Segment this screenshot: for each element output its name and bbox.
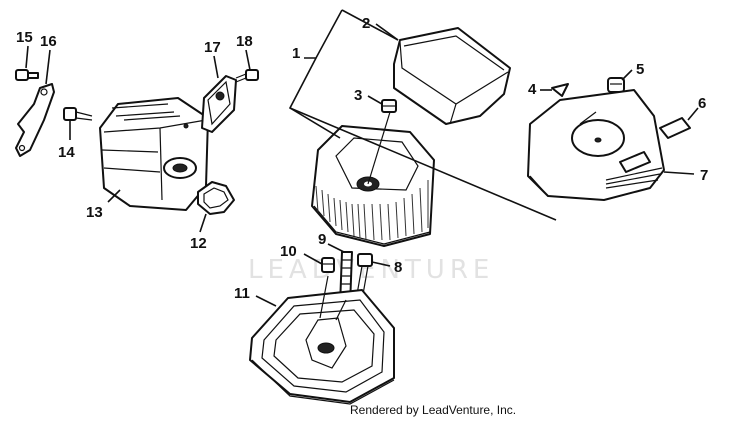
part-11-base[interactable] — [249, 275, 395, 405]
part-5-knob[interactable] — [607, 77, 625, 93]
callout-7: 7 — [700, 167, 708, 184]
callout-8: 8 — [394, 259, 402, 276]
callout-14: 14 — [58, 144, 75, 161]
part-12-gasket[interactable] — [197, 181, 235, 215]
callout-16: 16 — [40, 33, 57, 50]
callout-1: 1 — [292, 45, 300, 62]
part-10-nut[interactable] — [321, 257, 335, 273]
callout-4: 4 — [528, 81, 537, 98]
callout-9: 9 — [318, 231, 326, 248]
callout-18: 18 — [236, 33, 253, 50]
callout-2: 2 — [362, 15, 370, 32]
callout-11: 11 — [234, 285, 250, 302]
part-6-decal[interactable] — [659, 117, 691, 139]
part-18-screw[interactable] — [235, 69, 259, 83]
part-3-nut[interactable] — [381, 99, 397, 113]
callout-15: 15 — [16, 29, 33, 46]
part-17-gasket[interactable] — [201, 75, 237, 133]
callout-5: 5 — [636, 61, 644, 78]
part-13-muffler[interactable] — [99, 97, 209, 211]
part-16-bracket[interactable] — [15, 83, 55, 157]
part-4-seal[interactable] — [551, 83, 569, 97]
part-7-cover[interactable] — [527, 89, 665, 201]
leader-lines — [25, 9, 699, 307]
callout-3: 3 — [354, 87, 362, 104]
part-2-precleaner[interactable] — [393, 27, 511, 125]
callout-13: 13 — [86, 204, 103, 221]
callout-10: 10 — [280, 243, 297, 260]
callout-17: 17 — [204, 39, 221, 56]
part-15-screw[interactable] — [15, 69, 39, 81]
part-14-screw[interactable] — [63, 107, 93, 121]
callout-12: 12 — [190, 235, 207, 252]
footer-credit: Rendered by LeadVenture, Inc. — [350, 403, 516, 417]
callout-6: 6 — [698, 95, 706, 112]
